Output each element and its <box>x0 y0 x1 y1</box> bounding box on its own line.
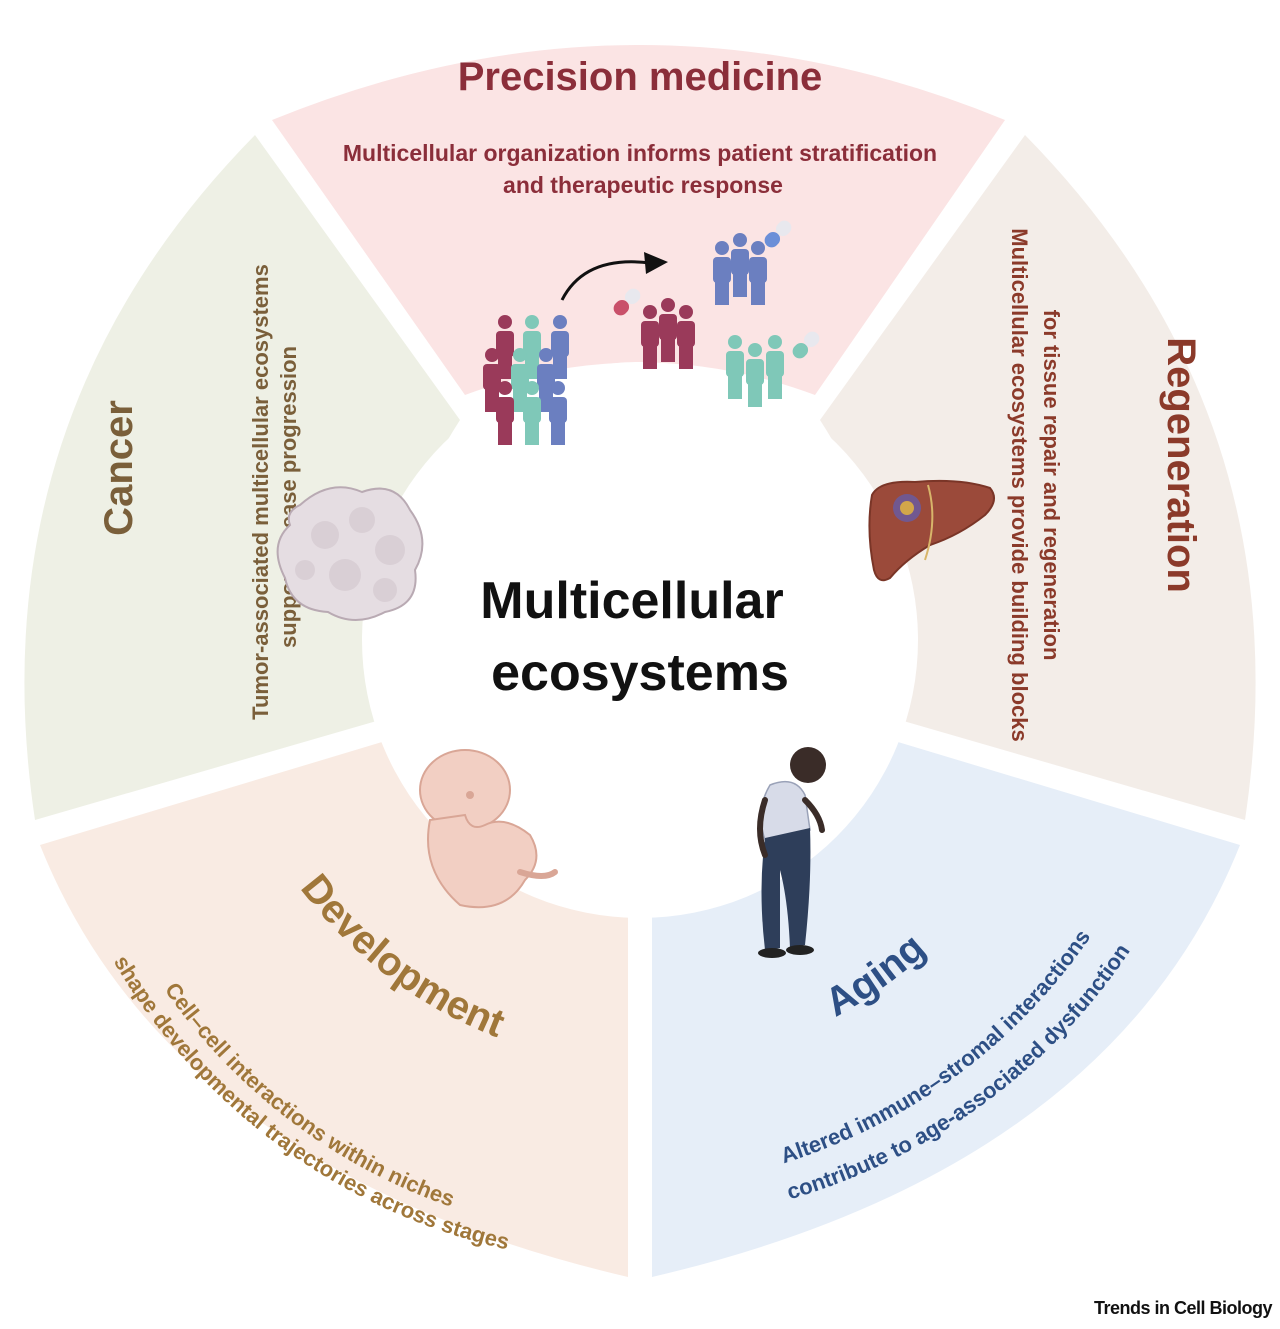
person-figure-icon <box>496 315 514 379</box>
center-title-line1: Multicellular <box>480 572 783 630</box>
person-figure-icon <box>746 343 764 407</box>
segment-precision-medicine <box>272 45 1005 395</box>
segment-cancer <box>24 135 460 820</box>
person-figure-icon <box>641 305 659 369</box>
capsule-pill-icon <box>764 220 792 248</box>
arrow-head-icon <box>644 252 668 274</box>
arrow-icon <box>560 260 651 301</box>
cancer-desc-line1: Tumor-associated multicellular ecosystem… <box>248 264 273 720</box>
precision-desc-line1: Multicellular organization informs patie… <box>343 140 937 166</box>
regeneration-desc-line1: Multicellular ecosystems provide buildin… <box>1007 228 1032 741</box>
person-figure-icon <box>496 381 514 445</box>
elderly-person-icon <box>757 747 826 958</box>
person-figure-icon <box>551 315 569 379</box>
precision-desc-line2: and therapeutic response <box>503 172 783 198</box>
liver-icon <box>868 479 995 582</box>
segment-regeneration <box>820 135 1256 820</box>
person-figure-icon <box>731 233 749 297</box>
capsule-pill-icon <box>792 331 820 359</box>
center-title-line2: ecosystems <box>491 644 789 702</box>
capsule-pill-icon <box>613 288 641 316</box>
person-figure-icon <box>549 381 567 445</box>
embryo-icon <box>419 749 558 909</box>
regeneration-title: Regeneration <box>1159 337 1203 593</box>
people-group-icon <box>483 233 784 445</box>
precision-title: Precision medicine <box>458 55 823 99</box>
cancer-title: Cancer <box>97 400 141 536</box>
cancer-desc-line2: support disease progression <box>276 346 301 648</box>
person-figure-icon <box>659 298 677 362</box>
person-figure-icon <box>523 381 541 445</box>
person-figure-icon <box>766 335 784 399</box>
person-figure-icon <box>483 348 501 412</box>
person-figure-icon <box>749 241 767 305</box>
journal-credit: Trends in Cell Biology <box>1093 1298 1273 1318</box>
regeneration-desc-line2: for tissue repair and regeneration <box>1039 310 1064 661</box>
tumor-icon <box>276 486 424 621</box>
person-figure-icon <box>726 335 744 399</box>
person-figure-icon <box>511 348 529 412</box>
capsule-icon <box>613 220 820 359</box>
person-figure-icon <box>677 305 695 369</box>
person-figure-icon <box>713 241 731 305</box>
